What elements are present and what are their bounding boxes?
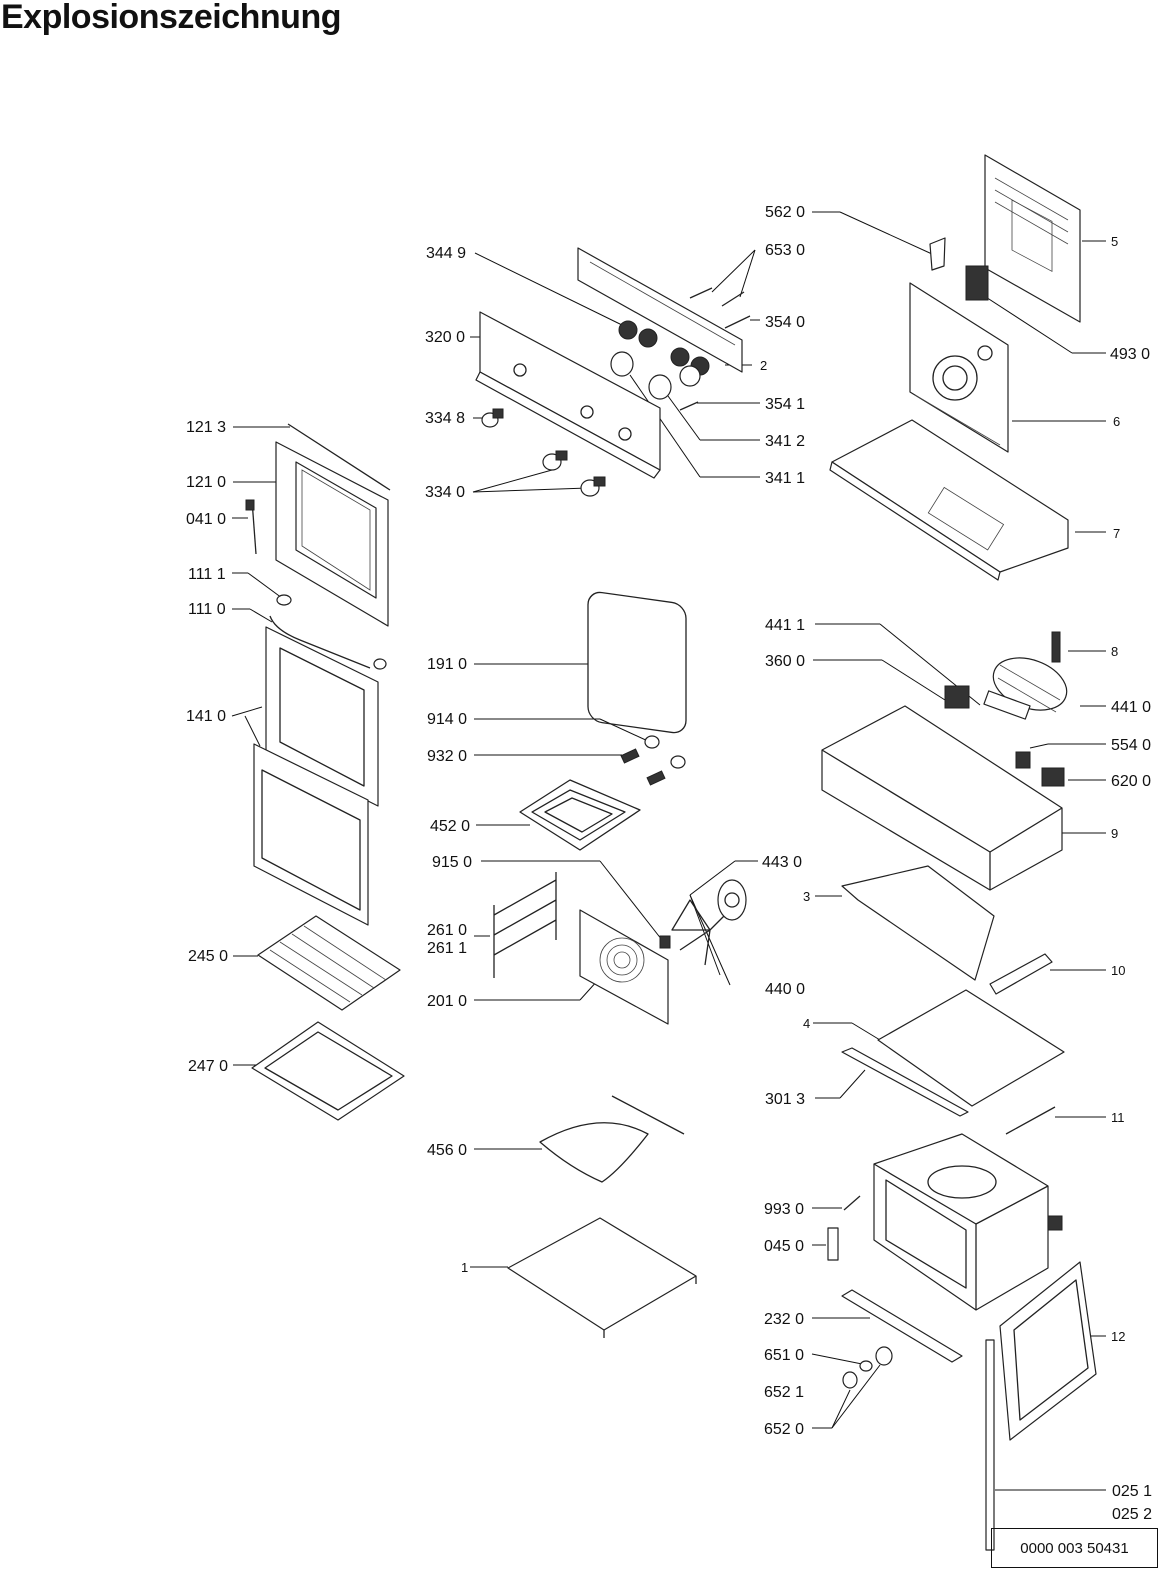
label-111-0: 111 0 [188,601,226,618]
trim-strip-11 [1005,1106,1056,1135]
label-915-0: 915 0 [432,854,472,871]
label-440-0: 440 0 [765,981,805,998]
oven-cavity [873,1133,1063,1311]
label-554-0: 554 0 [1111,737,1151,754]
label-620-0: 620 0 [1111,773,1151,790]
label-651-0: 651 0 [764,1347,804,1364]
label-5: 5 [1111,234,1118,249]
label-452-0: 452 0 [430,818,470,835]
label-443-0: 443 0 [762,854,802,871]
label-141-0: 141 0 [186,708,226,725]
side-panel-12 [985,1261,1097,1551]
label-191-0: 191 0 [427,656,467,673]
label-247-0: 247 0 [188,1058,228,1075]
document-number-box: 0000 003 50431 [991,1528,1158,1568]
bottom-plate [507,1217,697,1338]
top-cover-panel [829,419,1069,581]
side-rack-rails [493,872,557,978]
label-932-0: 932 0 [427,748,467,765]
label-7: 7 [1113,526,1120,541]
label-441-0: 441 0 [1111,699,1151,716]
label-341-1: 341 1 [765,470,805,487]
label-320-0: 320 0 [425,329,465,346]
page-title: Explosionszeichnung [1,0,341,36]
leader-lines [231,211,1106,1491]
label-121-3: 121 3 [186,419,226,436]
label-025-1: 025 1 [1112,1483,1152,1500]
label-245-0: 245 0 [188,948,228,965]
inner-door-frame [245,423,391,627]
outer-door-glass [253,626,379,926]
main-chassis-frame [821,705,1065,891]
label-360-0: 360 0 [765,653,805,670]
label-493-0: 493 0 [1110,346,1150,363]
document-number: 0000 003 50431 [1020,1539,1129,1557]
label-653-0: 653 0 [765,242,805,259]
label-121-0: 121 0 [186,474,226,491]
label-261-1: 261 1 [427,940,467,957]
fan-motor-assembly [671,879,747,966]
small-fastener-parts [827,1195,963,1389]
label-261-0: 261 0 [427,922,467,939]
label-441-1: 441 1 [765,617,805,634]
label-652-0: 652 0 [764,1421,804,1438]
fan-cover-panel [909,282,1009,453]
label-341-2: 341 2 [765,433,805,450]
part-labels: 344 9 320 0 334 8 334 0 562 0 653 0 354 … [186,204,1152,1523]
label-10: 10 [1111,963,1125,978]
door-seal-gasket [587,591,687,734]
label-301-3: 301 3 [765,1091,805,1108]
label-993-0: 993 0 [764,1201,804,1218]
wire-rack [257,915,401,1011]
knob-parts [481,408,606,497]
switch-pins [610,287,751,411]
label-11: 11 [1111,1110,1125,1125]
label-045-0: 045 0 [764,1238,804,1255]
lamp-parts [620,735,686,786]
label-652-1: 652 1 [764,1384,804,1401]
control-panel-fascia [475,311,661,479]
label-914-0: 914 0 [427,711,467,728]
door-hinge-parts [269,594,387,670]
label-2: 2 [760,358,767,373]
label-6: 6 [1113,414,1120,429]
rear-cover-panel [929,154,1081,323]
cooling-fan-assembly [944,631,1068,720]
label-334-0: 334 0 [425,484,465,501]
label-334-8: 334 8 [425,410,465,427]
label-4: 4 [803,1016,810,1031]
air-duct-plate [841,865,995,981]
label-025-2: 025 2 [1112,1506,1152,1523]
rear-fan-cover [579,909,671,1025]
label-344-9: 344 9 [426,245,466,262]
label-232-0: 232 0 [764,1311,804,1328]
label-201-0: 201 0 [427,993,467,1010]
label-354-1: 354 1 [765,396,805,413]
label-1: 1 [461,1260,468,1275]
support-rail-301 [841,1047,969,1117]
label-12: 12 [1111,1329,1125,1344]
grill-heating-element [519,779,641,851]
label-041-0: 041 0 [186,511,226,528]
bottom-support-plate [877,989,1065,1107]
label-3: 3 [803,889,810,904]
baking-tray [251,1021,405,1121]
duct-profile-10 [989,953,1053,995]
label-8: 8 [1111,644,1118,659]
label-9: 9 [1111,826,1118,841]
control-bracket-part [577,247,743,387]
lower-heating-element [539,1095,685,1183]
label-354-0: 354 0 [765,314,805,331]
label-562-0: 562 0 [765,204,805,221]
label-111-1: 111 1 [188,566,226,583]
label-456-0: 456 0 [427,1142,467,1159]
